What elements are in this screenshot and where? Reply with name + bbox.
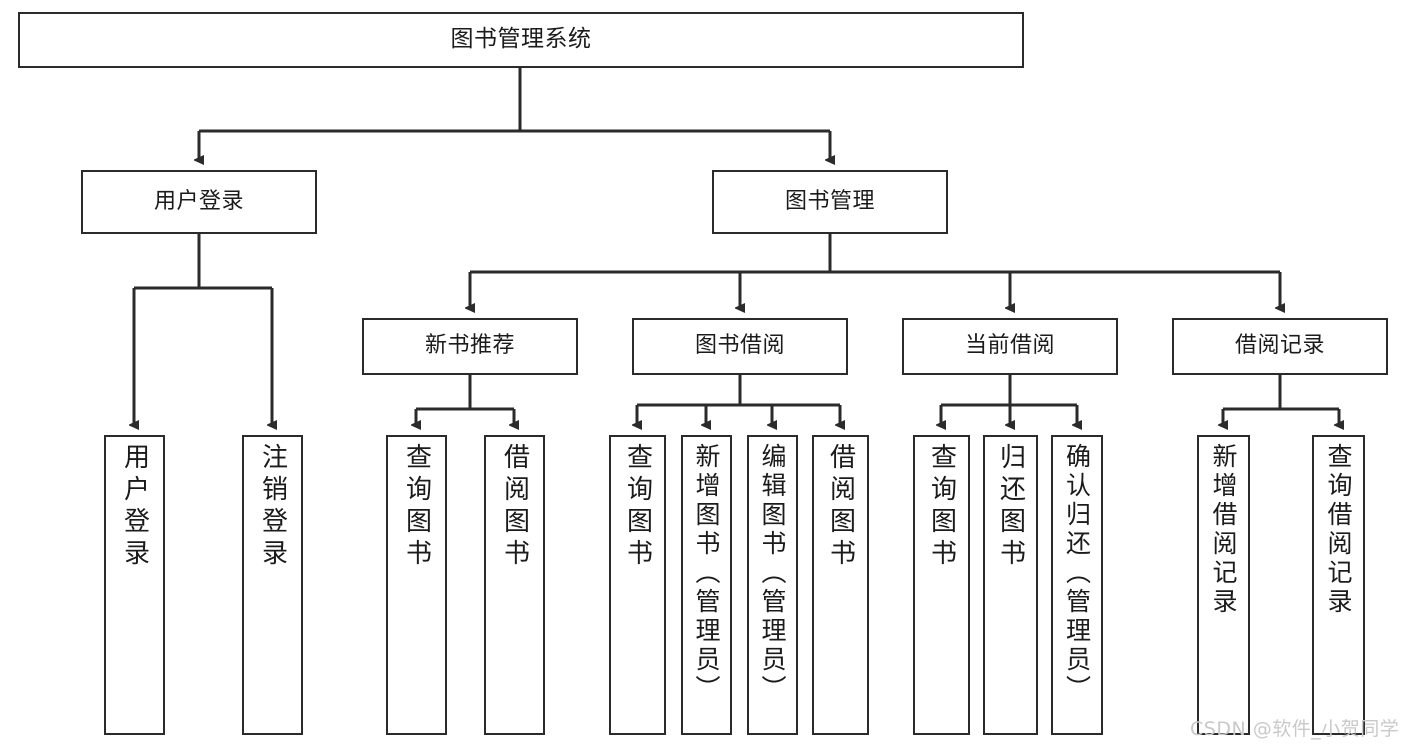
node-current-borrow[interactable]: 当前借阅 (902, 318, 1118, 375)
node-label: 查询图书 (622, 443, 653, 571)
node-label: 归还图书 (995, 443, 1026, 571)
node-label: 注销登录 (257, 443, 288, 571)
node-label: 确认归还（管理员） (1062, 443, 1092, 704)
node-new-book-recommend[interactable]: 新书推荐 (362, 318, 578, 375)
leaf-user-login-logout[interactable]: 注销登录 (242, 435, 303, 735)
node-label: 新书推荐 (424, 333, 515, 359)
node-label: 图书管理系统 (450, 26, 592, 53)
node-label: 借阅图书 (825, 443, 856, 571)
node-label: 编辑图书（管理员） (758, 443, 787, 704)
leaf-book-borrow-edit-admin[interactable]: 编辑图书（管理员） (747, 435, 798, 735)
leaf-book-borrow-add-admin[interactable]: 新增图书（管理员） (681, 435, 732, 735)
node-label: 当前借阅 (964, 333, 1055, 359)
node-label: 借阅记录 (1234, 333, 1325, 359)
leaf-borrow-record-add[interactable]: 新增借阅记录 (1197, 435, 1250, 735)
node-borrow-record[interactable]: 借阅记录 (1172, 318, 1388, 375)
node-label: 图书借阅 (694, 333, 785, 359)
node-label: 新增借阅记录 (1209, 443, 1238, 617)
node-label: 用户登录 (153, 188, 244, 214)
node-label: 查询图书 (401, 443, 432, 571)
leaf-book-borrow-query[interactable]: 查询图书 (609, 435, 666, 735)
leaf-borrow-record-query[interactable]: 查询借阅记录 (1312, 435, 1365, 735)
leaf-current-borrow-return[interactable]: 归还图书 (983, 435, 1038, 735)
node-label: 查询图书 (926, 443, 957, 571)
leaf-new-book-query[interactable]: 查询图书 (386, 435, 447, 735)
leaf-new-book-borrow[interactable]: 借阅图书 (484, 435, 545, 735)
leaf-book-borrow-borrow[interactable]: 借阅图书 (812, 435, 869, 735)
watermark-credit: CSDN @软件_小贺同学 (1190, 718, 1400, 740)
node-label: 借阅图书 (499, 443, 530, 571)
node-root-system[interactable]: 图书管理系统 (18, 12, 1024, 68)
leaf-current-borrow-confirm-admin[interactable]: 确认归还（管理员） (1051, 435, 1103, 735)
node-book-borrow[interactable]: 图书借阅 (632, 318, 848, 375)
node-label: 用户登录 (119, 443, 150, 571)
node-label: 图书管理 (784, 188, 875, 214)
leaf-user-login-login[interactable]: 用户登录 (104, 435, 165, 735)
node-user-login[interactable]: 用户登录 (81, 170, 317, 234)
node-label: 查询借阅记录 (1324, 443, 1353, 617)
node-book-management[interactable]: 图书管理 (712, 170, 948, 234)
node-label: 新增图书（管理员） (692, 443, 721, 704)
leaf-current-borrow-query[interactable]: 查询图书 (913, 435, 970, 735)
